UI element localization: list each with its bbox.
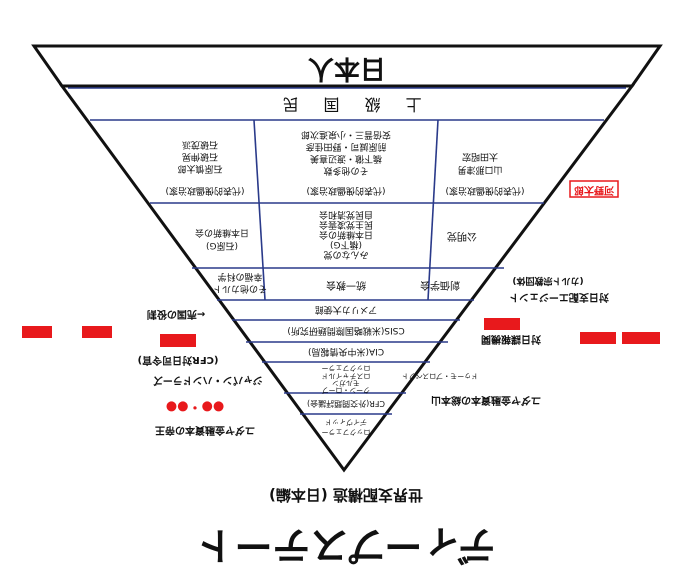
- right-label-kono-taro: 河野太郎: [574, 184, 614, 197]
- right-redaction-bar-2: [580, 332, 616, 344]
- row4-us-embassy: アメリカ大使館: [315, 304, 378, 316]
- pyramid-outline: [59, 84, 635, 473]
- row1-right-line-1: 太田昭宏: [462, 151, 498, 163]
- row2-center-line-4: (橋下G): [330, 239, 362, 251]
- right-label-jewish-finance-hq: ユダヤ金融資本の総本山: [431, 394, 541, 407]
- right-redaction-bar-1: [484, 318, 520, 330]
- row9-line-2: ロックフェラー: [322, 428, 371, 436]
- row1-left-cell: 石破茂派 石破伸晃 石原慎太郎 (代表的傀儡政治家): [165, 139, 244, 197]
- right-label-agents: 対日支配エージェント: [509, 291, 610, 304]
- row7-line-3: モルガン: [332, 379, 360, 388]
- row3-left-line-2: その他カルト: [213, 283, 267, 295]
- row7-line-1: ロックフェラー: [322, 364, 371, 372]
- right-label-cult-groups: (カルト宗教団体): [512, 275, 583, 287]
- row2-left-line-1: 日本維新の会: [195, 227, 249, 239]
- row1-left-line-1: 石破茂派: [182, 139, 218, 151]
- row2-center-line-5: みんなの党: [323, 249, 368, 261]
- right-side-labels: 河野太郎 (カルト宗教団体) 対日支配エージェント 対日諜報機関 ドゥーモ・プロ…: [402, 180, 660, 407]
- row3-left-cell: 幸福の科学 その他カルト: [213, 271, 267, 295]
- row1-center-cell: 安倍晋三・小泉進次郎 前原誠司・野田佳彦 橋下徹・渡辺喜美 その他多数 (代表的…: [301, 129, 391, 197]
- footer-title-deep-state: ディープステート: [196, 523, 495, 567]
- row3-right-line-1: 創価学会: [420, 279, 460, 292]
- row3-center-cell: 統一教会: [326, 279, 366, 292]
- col-divider-left: [253, 119, 266, 301]
- row2-center-line-1: 自民党清和会: [319, 209, 373, 221]
- row1-right-line-2: 山口那津男: [457, 164, 502, 175]
- row1-center-line-1: 安倍晋三・小泉進次郎: [301, 129, 391, 141]
- row5-csis: CSIS(米戦略国際問題研究所): [287, 325, 404, 337]
- row3-center-line-1: 統一教会: [326, 279, 366, 292]
- left-label-role: ←売国の役割: [147, 308, 205, 321]
- row1-center-line-3: 橋下徹・渡辺喜美: [310, 153, 382, 165]
- row1-left-caption: (代表的傀儡政治家): [165, 185, 244, 197]
- row2-left-line-2: (石原G): [206, 240, 238, 251]
- left-label-redacted-red: ●●・●●: [166, 399, 224, 414]
- left-label-cfr-commander: (CFR対日司令官): [137, 354, 218, 367]
- row1-right-cell: 太田昭宏 山口那津男 (代表的傀儡政治家): [445, 151, 524, 197]
- band-upper-class-label: 上 級 国 民: [272, 95, 421, 114]
- row2-left-cell: 日本維新の会 (石原G): [195, 227, 249, 251]
- top-band-label: 日本人: [308, 53, 386, 83]
- row2-center-line-3: 日本維新の会: [319, 229, 373, 241]
- row9-rockefeller: デイヴィッド ロックフェラー: [322, 418, 371, 436]
- row2-right-cell: 公明党: [447, 230, 477, 243]
- row1-right-caption: (代表的傀儡政治家): [445, 185, 524, 197]
- row3-right-cell: 創価学会: [420, 279, 460, 292]
- left-redaction-bar-3: [160, 334, 196, 347]
- row6-cia: CIA(米中央情報局): [308, 346, 384, 358]
- row1-center-caption: (代表的傀儡政治家): [306, 185, 385, 197]
- row1-left-line-2: 石破伸晃: [182, 151, 218, 163]
- row2-right-line-1: 公明党: [447, 230, 477, 243]
- right-label-intel-agency: 対日諜報機関: [481, 333, 542, 346]
- left-label-japan-handlers: ジャパン・ハンドラーズ: [153, 374, 263, 387]
- row1-center-line-4: その他多数: [323, 165, 368, 177]
- left-redaction-bar-2: [82, 326, 112, 338]
- right-label-prospect: ドゥーモ・プロスペクト: [402, 372, 479, 380]
- row7-line-2: ロスチャイルド: [322, 372, 371, 380]
- row8-cfr: CFR(外交問題評議会): [307, 399, 385, 409]
- row7-line-4: クーン・ローブ: [322, 386, 370, 395]
- row1-center-line-2: 前原誠司・野田佳彦: [305, 141, 386, 153]
- right-redaction-bar-3: [622, 332, 660, 344]
- row2-center-line-2: 民主党凌雲会: [319, 219, 373, 231]
- col-divider-right: [427, 119, 439, 301]
- diagram-caption: 世界支配構造 (日本編): [269, 486, 423, 504]
- row3-left-line-1: 幸福の科学: [217, 271, 262, 283]
- left-side-labels: ←売国の役割 ジャパン・ハンドラーズ (CFR対日司令官) ●●・●● ユダヤ金…: [22, 308, 263, 437]
- row1-left-line-3: 石原慎太郎: [177, 163, 222, 175]
- left-label-jewish-finance-emperor: ユダヤ金融資本の帝王: [155, 424, 255, 437]
- right-red-box: [569, 180, 619, 198]
- left-redaction-bar-1: [22, 326, 52, 338]
- row7-financiers: ロックフェラー ロスチャイルド モルガン クーン・ローブ: [322, 364, 371, 395]
- row2-center-cell: 自民党清和会 民主党凌雲会 日本維新の会 (橋下G) みんなの党: [319, 209, 373, 261]
- row9-line-1: デイヴィッド: [325, 418, 367, 427]
